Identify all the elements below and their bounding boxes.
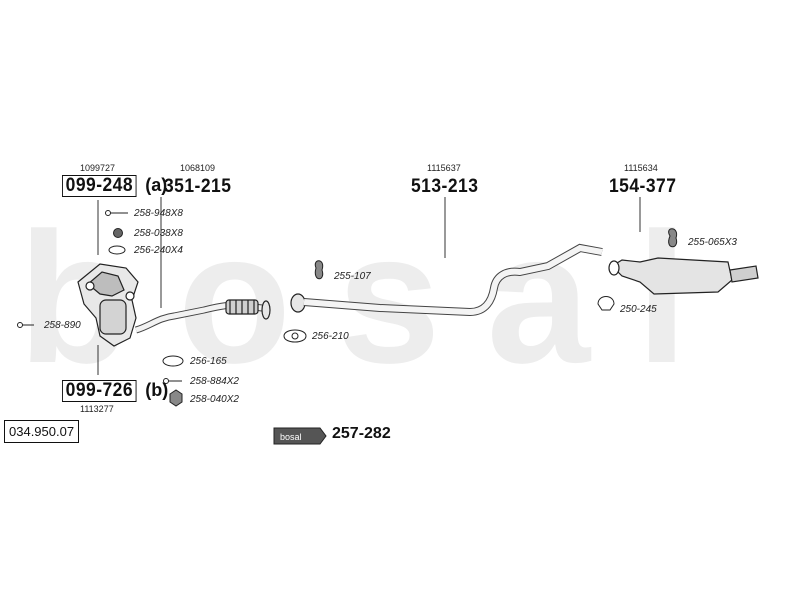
accessory-hanger-mid-label: 255-107 (334, 271, 371, 282)
accessory-b1-label: 258-884X2 (190, 376, 239, 387)
part-suffix-catalyst: (b) (145, 380, 169, 400)
hanger-icon (314, 260, 324, 280)
part-label-catalyst: 099-726 (b) (62, 380, 168, 402)
part-code-rear-silencer: 154-377 (609, 176, 677, 197)
part-code-front-pipe: 351-215 (164, 176, 232, 197)
accessory-a3-label: 256-240X4 (134, 245, 183, 256)
kit-badge-text: bosal (280, 432, 302, 442)
rear-silencer (608, 257, 759, 295)
front-pipe (134, 299, 271, 334)
accessory-a1-label: 258-948X8 (134, 208, 183, 219)
part-ref-catalyst: 1113277 (80, 404, 114, 414)
gasket-icon (162, 355, 184, 367)
accessory-gasket-mid-label: 256-210 (312, 331, 349, 342)
accessory-a2-label: 258-038X8 (134, 228, 183, 239)
nut-icon (169, 389, 183, 407)
catalog-number: 034.950.07 (4, 420, 80, 443)
middle-pipe (290, 243, 603, 317)
part-suffix-manifold: (a) (145, 175, 168, 195)
nut-icon (113, 228, 123, 238)
part-ref-rear-silencer: 1115634 (624, 163, 658, 173)
gasket-icon (108, 245, 126, 255)
manifold-catalyst (77, 263, 139, 347)
clamp-icon (597, 296, 615, 311)
hanger-icon (668, 228, 678, 248)
kit-badge: bosal (273, 427, 327, 445)
part-ref-front-pipe: 1068109 (180, 163, 216, 173)
part-code-catalyst: 099-726 (62, 380, 137, 402)
part-label-manifold: 099-248 (a) (62, 175, 167, 197)
part-ref-manifold: 1099727 (80, 163, 116, 173)
part-code-middle-pipe: 513-213 (411, 176, 479, 197)
accessory-bolt-label: 258-890 (44, 320, 81, 331)
part-ref-middle-pipe: 1115637 (427, 163, 461, 173)
kit-number: 257-282 (332, 425, 391, 442)
accessory-clamp-rear-label: 250-245 (620, 304, 657, 315)
part-code-manifold: 099-248 (62, 175, 137, 197)
accessory-hanger-rear-label: 255-065X3 (688, 237, 737, 248)
accessory-gasket-front-label: 256-165 (190, 356, 227, 367)
accessory-b2-label: 258-040X2 (190, 394, 239, 405)
